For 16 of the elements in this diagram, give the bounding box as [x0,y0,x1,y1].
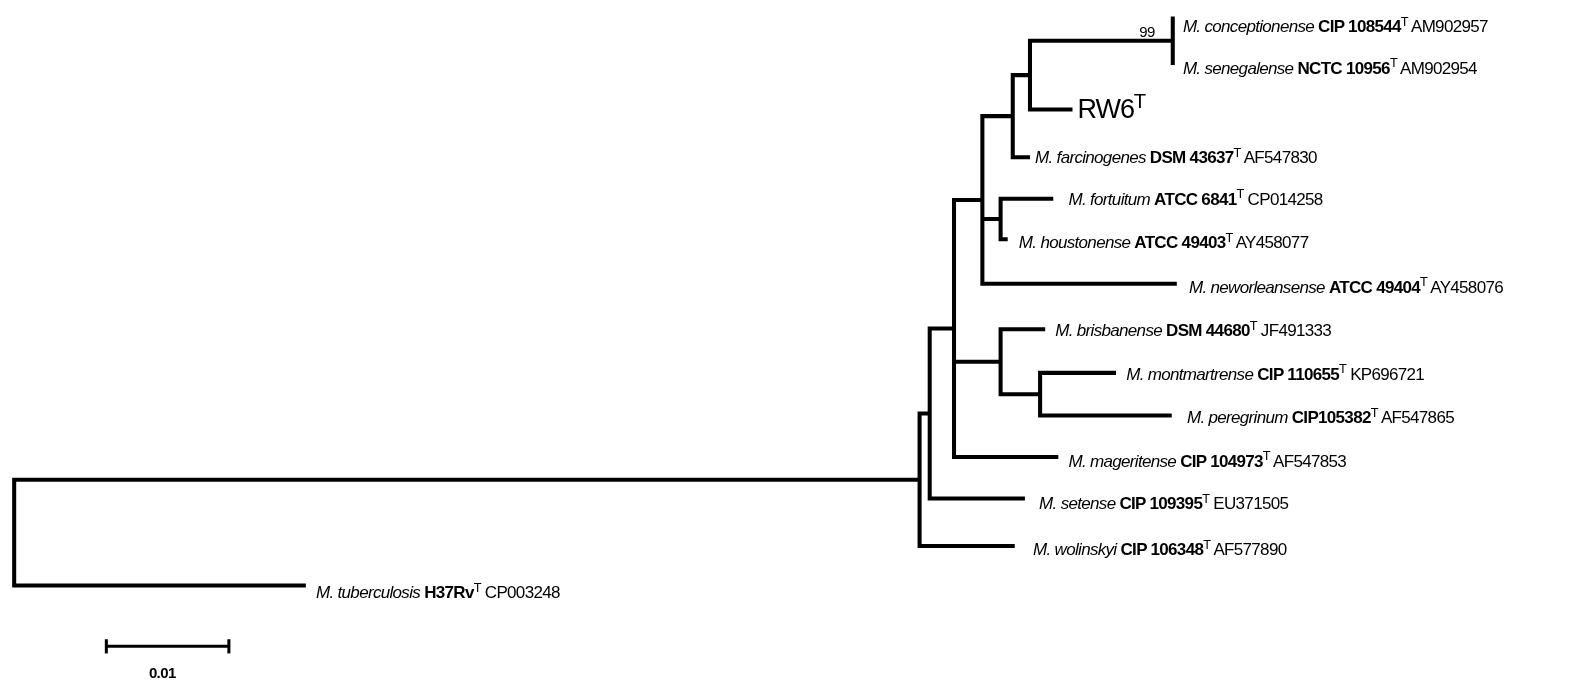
scale-label: 0.01 [148,664,176,680]
taxon-label: M. tuberculosis H37Rv$^{T}$ CP003248 [315,583,560,601]
taxon-label: M. peregrinum CIP105382$^{T}$ AF547865 [1186,408,1454,426]
taxon-label: M. farcinogenes DSM 43637$^{T}$ AF547830 [1035,148,1317,166]
taxon-label: M. setense CIP 109395$^{T}$ EU371505 [1039,494,1289,512]
taxon-label: M. houstonense ATCC 49403$^{T}$ AY458077 [1018,233,1309,251]
taxon-label: M. mageritense CIP 104973$^{T}$ AF547853 [1068,452,1347,470]
taxon-label: M. fortuitum ATCC 6841$^{T}$ CP014258 [1068,190,1323,207]
taxon-label: M. brisbanense DSM 44680$^{T}$ JF491333 [1055,321,1332,339]
bootstrap-value: 99 [1139,23,1155,39]
taxon-label: RW6$^{T}$ [1077,95,1146,123]
taxon-label: M. neworleansense ATCC 49404$^{T}$ AY458076 [1188,278,1503,296]
taxon-label: M. conceptionense CIP 108544$^{T}$ AM902957 [1182,17,1488,35]
taxon-label: M. wolinskyi CIP 106348$^{T}$ AF577890 [1033,540,1287,558]
taxon-label: M. montmartrense CIP 110655$^{T}$ KP696721 [1126,365,1425,383]
taxon-label: M. senegalense NCTC 10956$^{T}$ AM902954 [1182,59,1477,77]
